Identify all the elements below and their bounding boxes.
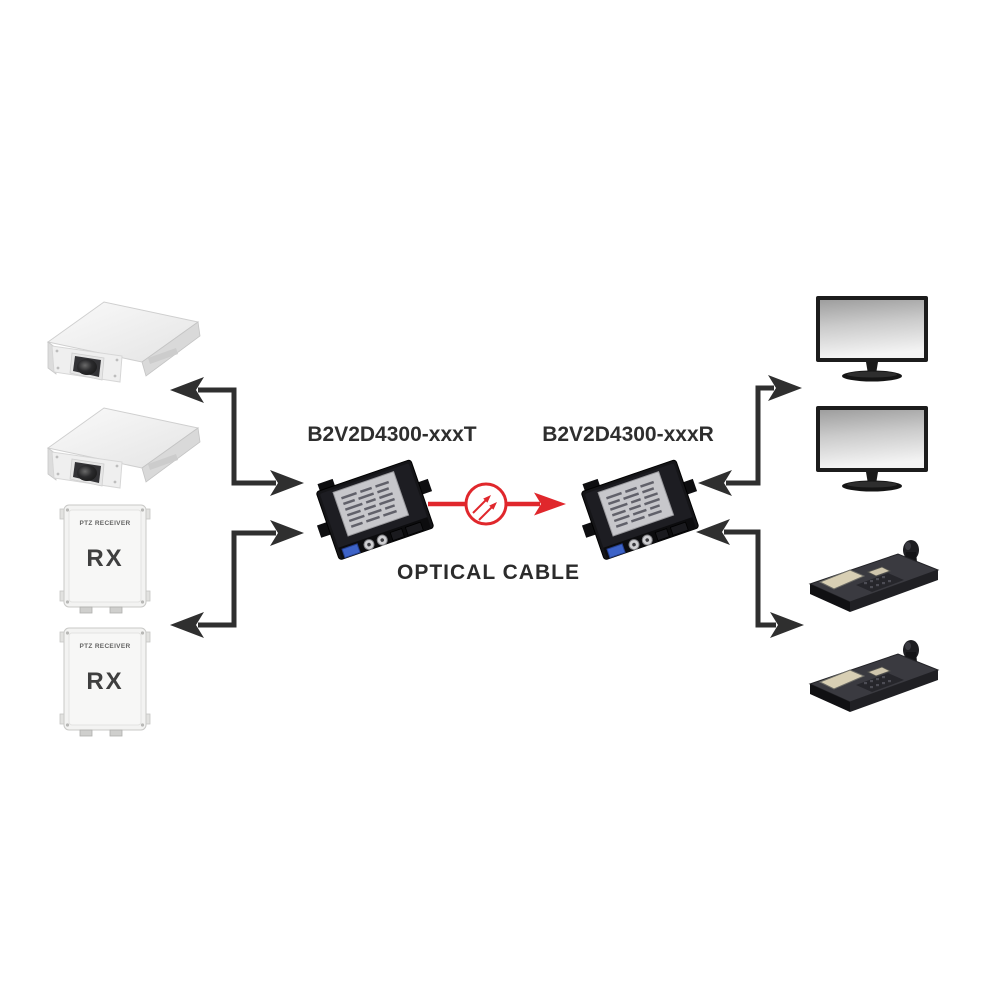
- cctv-camera-1: [47, 301, 201, 383]
- transmitter-label: B2V2D4300-xxxT: [307, 423, 477, 446]
- rxbox2-label: RX: [86, 668, 124, 695]
- fiber-transmitter-device: [303, 449, 444, 564]
- connector-arrows: [170, 375, 804, 638]
- rxbox1-label: RX: [86, 545, 124, 572]
- cctv-camera-2: [47, 407, 201, 489]
- optical-cable-label: OPTICAL CABLE: [397, 561, 580, 584]
- fiber-receiver-device: [568, 449, 709, 564]
- monitor-2: [816, 406, 928, 492]
- monitor-1: [816, 296, 928, 382]
- arrow-transmitter-camera1: [170, 377, 304, 496]
- arrow-receiver-keyboard: [696, 519, 804, 638]
- receiver-label: B2V2D4300-xxxR: [542, 423, 714, 446]
- optical-splice-icon: [464, 482, 508, 526]
- ptz-keyboard-1: [809, 539, 939, 613]
- arrow-transmitter-rxbox: [170, 520, 304, 638]
- arrow-receiver-monitor: [698, 375, 802, 496]
- ptz-keyboard-2: [809, 639, 939, 713]
- rxbox1-header: PTZ RECEIVER: [79, 520, 131, 527]
- rxbox2-header: PTZ RECEIVER: [79, 643, 131, 650]
- optical-link: [428, 482, 566, 526]
